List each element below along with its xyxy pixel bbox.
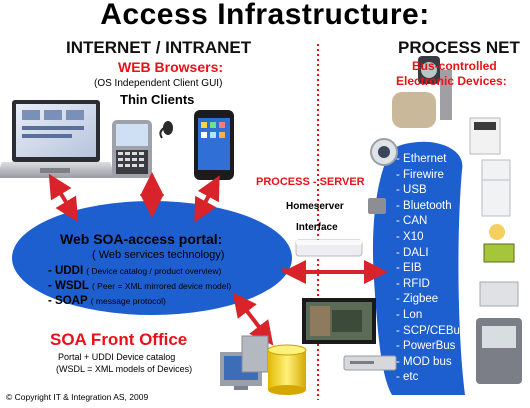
front-office-line1: Portal + UDDI Device catalog xyxy=(58,352,176,362)
laptop-icon xyxy=(0,100,116,178)
bus-item: - Ethernet xyxy=(396,153,447,165)
portal-item-wsdl: - WSDL ( Peer = XML mirrored device mode… xyxy=(48,280,232,292)
portal-item-soap: - SOAP ( message protocol) xyxy=(48,295,166,307)
database-icon xyxy=(267,344,307,395)
bus-item: - RFID xyxy=(396,277,430,290)
bus-item: - Zigbee xyxy=(396,293,439,306)
copyright-text: © Copyright IT & Integration AS, 2009 xyxy=(6,392,149,402)
page-title: Access Infrastructure: xyxy=(100,0,430,31)
process-net-shape xyxy=(372,141,465,395)
web-browsers-label: WEB Browsers: xyxy=(118,59,224,75)
process-net-header: PROCESS NET xyxy=(398,38,520,57)
electronic-devices-label: Electronic Devices: xyxy=(396,74,507,88)
front-office-computer-icon xyxy=(220,335,269,390)
bus-item: - Lon xyxy=(396,308,423,321)
headset-icon xyxy=(159,121,173,139)
portal-ellipse xyxy=(12,201,292,315)
process-server-label: PROCESS - SERVER xyxy=(256,176,365,188)
bus-list: - Ethernet - Firewire - USB - Bluetooth … xyxy=(396,152,466,386)
bus-item: - PowerBus xyxy=(396,340,456,353)
arrow-portal-frontoffice xyxy=(232,292,274,346)
device-icons xyxy=(368,56,522,384)
arrow-phone-portal xyxy=(194,175,220,223)
bus-item: - DALI xyxy=(396,246,429,259)
tv-icon xyxy=(302,298,376,344)
bus-item: - Firewire xyxy=(396,168,444,181)
arrow-laptop-portal xyxy=(48,173,79,223)
bus-item: - X10 xyxy=(396,230,424,243)
thin-clients-label: Thin Clients xyxy=(120,92,195,107)
bus-item: - etc xyxy=(396,371,419,384)
portal-title: Web SOA-access portal: xyxy=(60,231,223,247)
pda-icon xyxy=(112,120,152,178)
dvd-player-icon xyxy=(343,355,397,371)
bus-controlled-label: Bus-controlled xyxy=(412,59,497,73)
portal-item-uddi: - UDDI ( Device catalog / product overvi… xyxy=(48,265,222,277)
bus-item: - Bluetooth xyxy=(396,199,452,212)
front-office-line2: (WSDL = XML models of Devices) xyxy=(56,364,193,374)
interface-label: Interface xyxy=(296,222,338,233)
homeserver-label: Homeserver xyxy=(286,201,344,212)
bus-item: - SCP/CEBus xyxy=(396,324,466,337)
front-office-title: SOA Front Office xyxy=(50,330,188,349)
internet-intranet-header: INTERNET / INTRANET xyxy=(66,38,252,57)
homeserver-icon xyxy=(295,239,363,257)
bus-item: - EIB xyxy=(396,262,422,275)
smartphone-icon xyxy=(194,110,234,180)
os-independent-label: (OS Independent Client GUI) xyxy=(94,78,223,89)
bus-item: - MOD bus xyxy=(396,355,452,368)
bus-item: - USB xyxy=(396,184,427,197)
bus-item: - CAN xyxy=(396,215,428,228)
portal-subtitle: ( Web services technology) xyxy=(92,249,225,261)
